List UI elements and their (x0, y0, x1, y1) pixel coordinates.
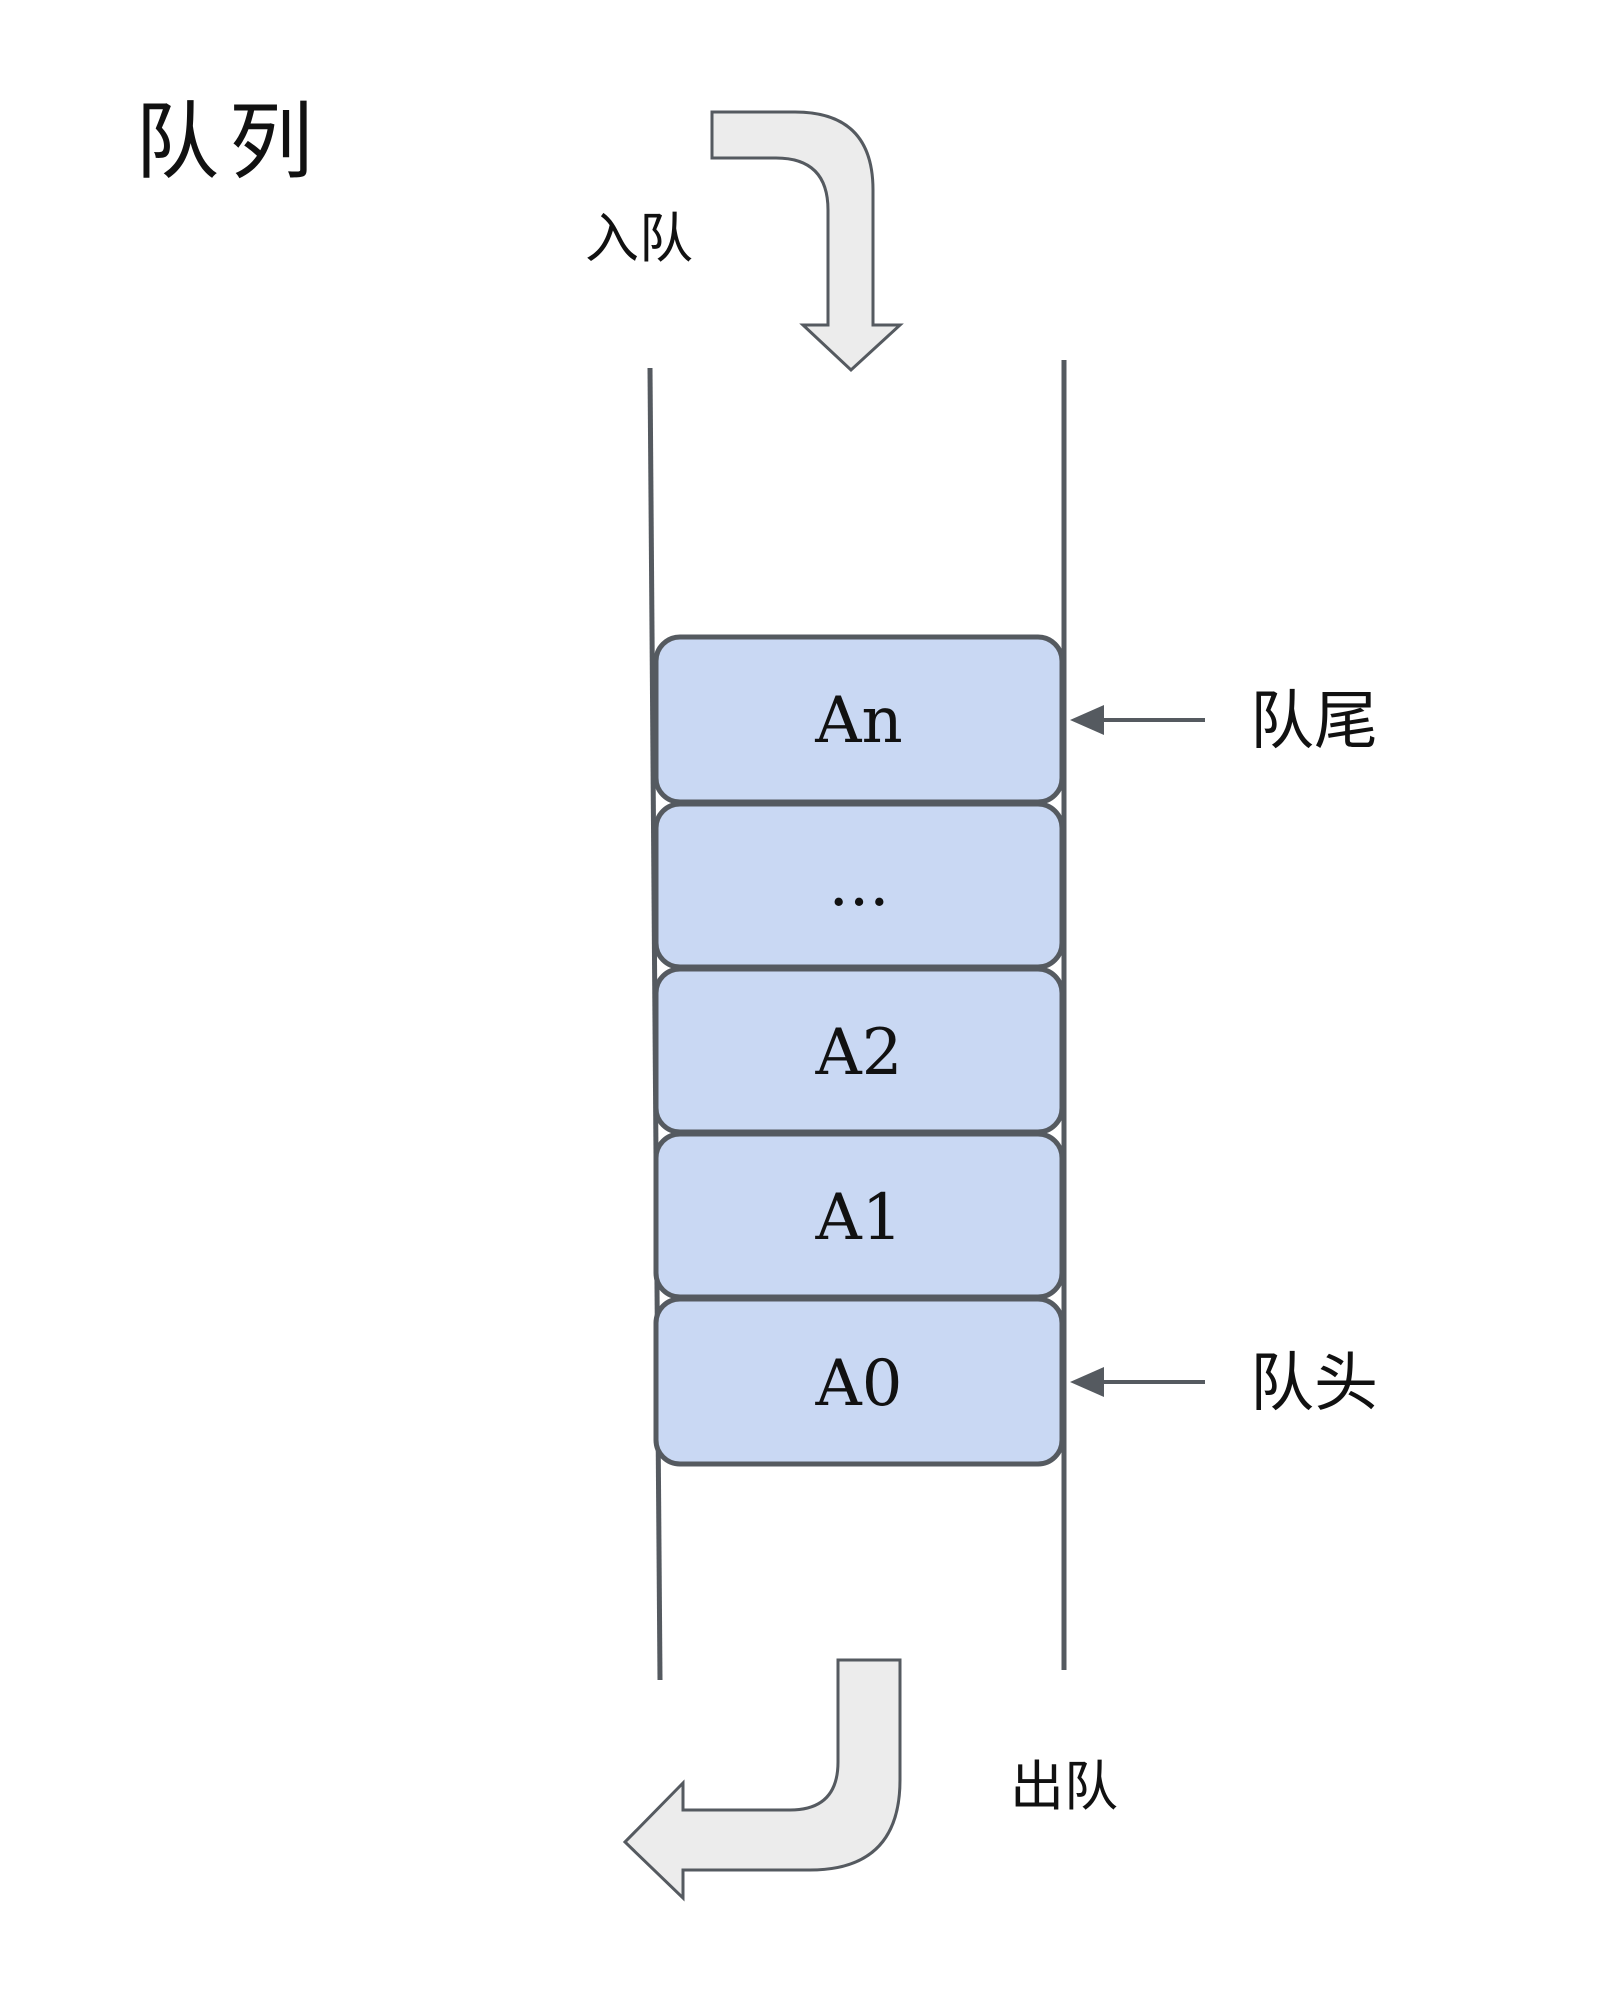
queue-cell-4 (653, 1296, 1065, 1467)
head-label: 队头 (1250, 1347, 1378, 1421)
enqueue-arrow-icon (710, 110, 904, 373)
queue-cell-1-label: ... (828, 847, 889, 921)
diagram-title: 队列 (135, 93, 324, 191)
dequeue-arrow-icon (622, 1658, 902, 1902)
queue-cells: An ... A2 A1 A0 (653, 634, 1065, 1467)
queue-cell-4-label: A0 (815, 1347, 903, 1421)
dequeue-label: 出队 (1010, 1755, 1118, 1818)
queue-cell-3-label: A1 (815, 1181, 903, 1255)
tail-label: 队尾 (1250, 685, 1378, 759)
head-pointer-arrow-icon (1070, 1367, 1205, 1397)
queue-cell-2-label: A2 (815, 1016, 903, 1090)
enqueue-label: 入队 (585, 207, 693, 270)
tail-pointer-arrow-icon (1070, 705, 1205, 735)
queue-cell-0-label: An (814, 684, 902, 758)
